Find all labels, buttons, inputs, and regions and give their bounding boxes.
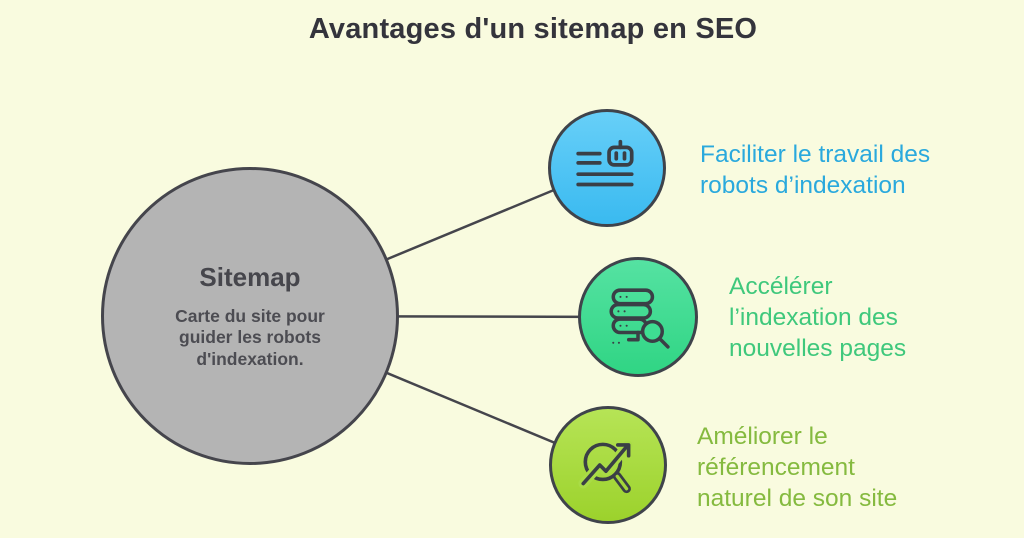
page-title: Avantages d'un sitemap en SEO xyxy=(308,13,758,45)
hub-circle: Sitemap Carte du site pour guider les ro… xyxy=(101,167,399,465)
hub-heading: Sitemap xyxy=(199,261,301,292)
robot-content-icon xyxy=(576,139,634,187)
benefit-circle-indexation xyxy=(578,257,698,377)
benefit-circle-referencement xyxy=(549,406,667,524)
server-search-icon xyxy=(609,288,670,349)
trend-search-icon xyxy=(578,440,633,494)
benefit-label-robots: Faciliter le travail des robots d’indexa… xyxy=(700,141,931,199)
benefit-label-indexation: Accélérer l’indexation des nouvelles pag… xyxy=(729,273,907,362)
hub-description: Carte du site pour guider les robots d'i… xyxy=(175,305,325,369)
benefit-circle-robots xyxy=(548,109,666,227)
benefit-label-referencement: Améliorer le référencement naturel de so… xyxy=(697,423,898,512)
